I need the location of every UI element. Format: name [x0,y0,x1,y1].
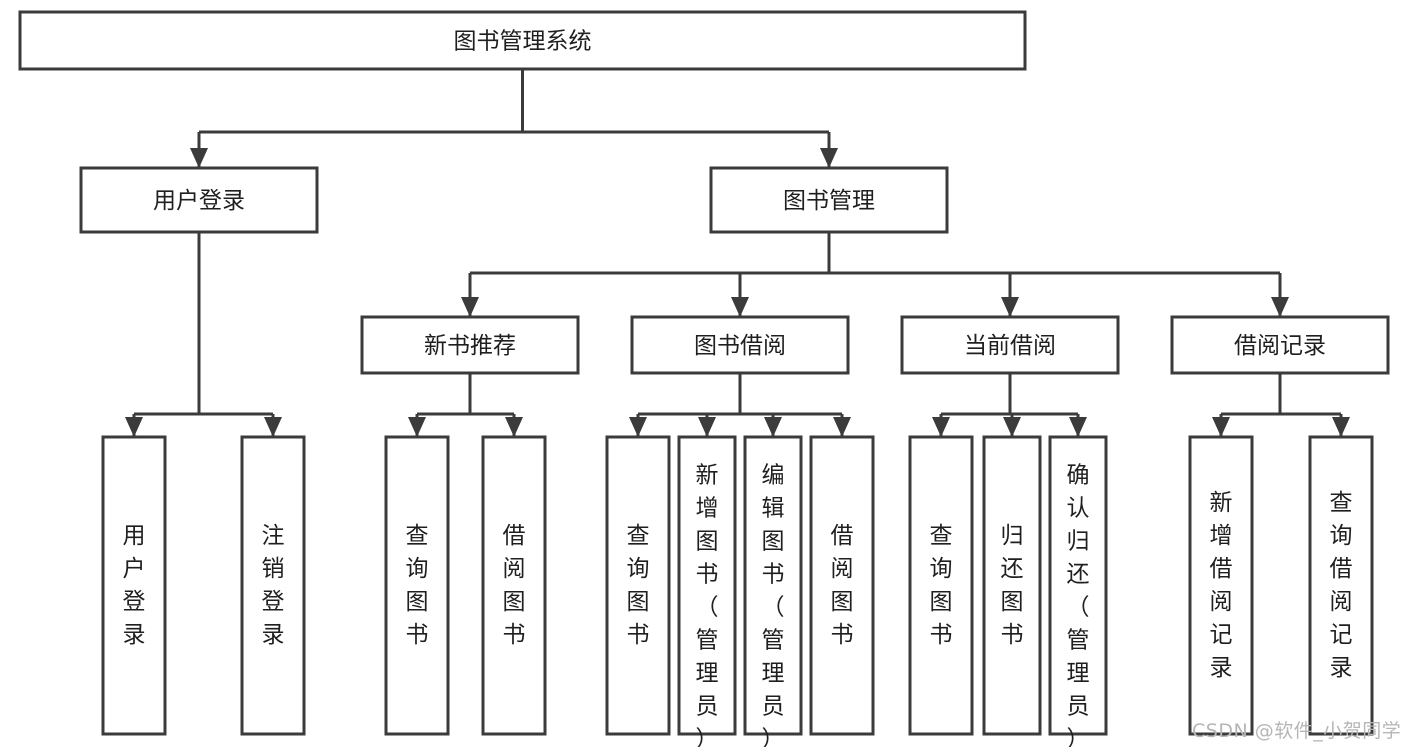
node-leaf-leaf-borrow-book-brw[interactable]: 借阅图书 [809,435,875,736]
connectors-layer [125,69,1350,437]
arrow-head-icon [764,417,782,437]
arrow-head-icon [698,417,716,437]
node-box[interactable] [1048,435,1108,736]
connector-group [190,69,838,168]
node-leaf-leaf-query-book-brw[interactable]: 查询图书 [605,435,671,736]
arrow-head-icon [190,148,208,168]
node-label: 图书管理系统 [454,29,592,55]
node-box[interactable] [18,10,1027,71]
node-leaf-leaf-confirm-return[interactable]: 确认归还（管理员） [1048,435,1108,747]
node-label: 新增图书（管理员） [696,463,719,747]
arrow-head-icon [629,417,647,437]
node-label: 归还图书 [1001,523,1024,648]
node-box[interactable] [1188,435,1254,736]
node-box[interactable] [101,435,167,736]
csdn-watermark: CSDN @软件_小贺同学 [1192,720,1402,742]
node-label: 查询借阅记录 [1330,490,1353,681]
arrow-head-icon [932,417,950,437]
node-box[interactable] [481,435,547,736]
node-leaf-leaf-query-book-cur[interactable]: 查询图书 [908,435,974,736]
node-label: 注销登录 [262,523,285,648]
node-box[interactable] [900,315,1120,375]
node-label: 新书推荐 [424,333,516,359]
node-leaf-leaf-query-book-rec[interactable]: 查询图书 [384,435,450,736]
connector-group [408,373,523,437]
node-level2-current-borrow[interactable]: 当前借阅 [900,315,1120,375]
node-box[interactable] [605,435,671,736]
connector-group [932,373,1087,437]
node-label: 用户登录 [153,188,245,214]
node-leaf-leaf-return-book[interactable]: 归还图书 [982,435,1042,736]
arrow-head-icon [264,417,282,437]
node-leaf-leaf-user-login[interactable]: 用户登录 [101,435,167,736]
arrow-head-icon [1069,417,1087,437]
node-label: 用户登录 [123,523,146,648]
node-box[interactable] [677,435,737,736]
node-label: 借阅图书 [831,523,854,648]
node-level2-book-borrow[interactable]: 图书借阅 [630,315,850,375]
arrow-head-icon [1332,417,1350,437]
node-level1-user-login[interactable]: 用户登录 [79,166,319,234]
node-box[interactable] [630,315,850,375]
node-label: 查询图书 [930,523,953,648]
connector-group [629,373,851,437]
arrow-head-icon [505,417,523,437]
nodes-layer: 图书管理系统用户登录图书管理新书推荐图书借阅当前借阅借阅记录用户登录注销登录查询… [18,10,1390,747]
node-label: 确认归还（管理员） [1067,463,1090,747]
node-box[interactable] [240,435,306,736]
arrow-head-icon [1212,417,1230,437]
node-label: 图书管理 [783,188,875,214]
connector-group [461,232,1289,317]
node-level2-new-book-recommend[interactable]: 新书推荐 [360,315,580,375]
node-box[interactable] [743,435,803,736]
arrow-head-icon [833,417,851,437]
node-root[interactable]: 图书管理系统 [18,10,1027,71]
node-box[interactable] [809,435,875,736]
arrow-head-icon [461,297,479,317]
node-leaf-leaf-edit-book[interactable]: 编辑图书（管理员） [743,435,803,747]
node-box[interactable] [384,435,450,736]
node-label: 查询图书 [627,523,650,648]
arrow-head-icon [125,417,143,437]
node-box[interactable] [1308,435,1374,736]
node-box[interactable] [79,166,319,234]
node-label: 编辑图书（管理员） [762,463,785,747]
arrow-head-icon [731,297,749,317]
node-label: 借阅图书 [503,523,526,648]
node-leaf-leaf-borrow-book-rec[interactable]: 借阅图书 [481,435,547,736]
node-label: 当前借阅 [964,333,1056,359]
node-label: 新增借阅记录 [1210,490,1233,681]
node-label: 查询图书 [406,523,429,648]
connector-group [125,232,282,437]
node-leaf-leaf-add-book[interactable]: 新增图书（管理员） [677,435,737,747]
node-leaf-leaf-add-record[interactable]: 新增借阅记录 [1188,435,1254,736]
node-box[interactable] [1170,315,1390,375]
connector-group [1212,373,1350,437]
node-leaf-leaf-query-record[interactable]: 查询借阅记录 [1308,435,1374,736]
node-level2-borrow-record[interactable]: 借阅记录 [1170,315,1390,375]
node-label: 图书借阅 [694,333,786,359]
node-label: 借阅记录 [1234,333,1326,359]
arrow-head-icon [820,148,838,168]
arrow-head-icon [1003,417,1021,437]
node-leaf-leaf-logout[interactable]: 注销登录 [240,435,306,736]
arrow-head-icon [1271,297,1289,317]
arrow-head-icon [408,417,426,437]
node-level1-book-manage[interactable]: 图书管理 [709,166,949,234]
node-box[interactable] [982,435,1042,736]
node-box[interactable] [360,315,580,375]
node-box[interactable] [709,166,949,234]
node-box[interactable] [908,435,974,736]
arrow-head-icon [1001,297,1019,317]
